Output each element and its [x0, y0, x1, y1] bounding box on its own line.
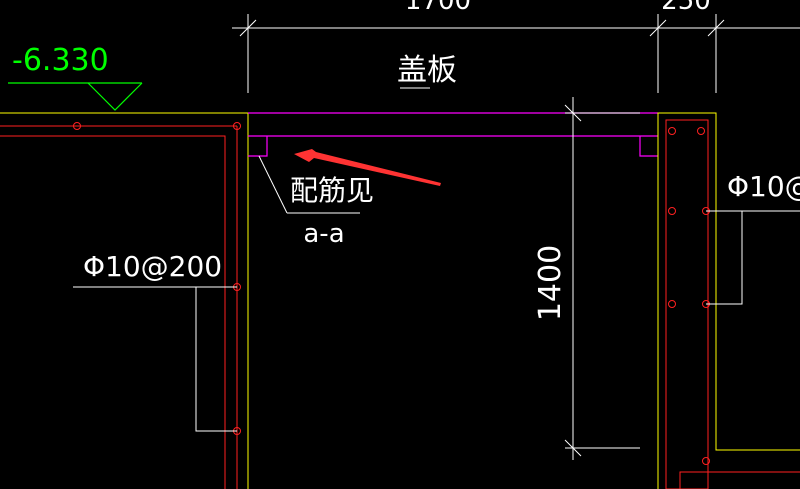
height-dimension: [564, 97, 640, 460]
rebar-dot: [73, 122, 81, 130]
rebar-left-leader-drop: [195, 287, 237, 432]
left-wall-rebar-outline: [0, 135, 226, 489]
right-wall-outline: [657, 112, 800, 489]
section-ref-text: a-a: [303, 219, 344, 249]
top-dimension-tick-mid: [649, 19, 667, 37]
right-wall: [657, 112, 800, 489]
rebar-dot: [668, 207, 676, 215]
rebar-right-leader-drop: [706, 211, 743, 305]
rebar-left-label: Φ10@200: [83, 250, 222, 283]
right-wall-footing: [679, 471, 800, 489]
elevation-symbol: [8, 82, 143, 111]
top-dimension: [232, 14, 800, 93]
rebar-dot: [702, 457, 710, 465]
left-wall: [0, 112, 249, 489]
rebar-dot: [668, 300, 676, 308]
left-wall-outline: [0, 112, 249, 489]
top-dimension-text-right: 250: [661, 0, 711, 16]
rebar-note-text: 配筋见: [290, 174, 374, 207]
elevation-text: -6.330: [12, 43, 109, 78]
top-dimension-tick-right: [707, 19, 725, 37]
height-dimension-tick-bottom: [564, 439, 582, 457]
slab-bearing-left: [248, 136, 268, 157]
rebar-dot: [697, 127, 705, 135]
top-dimension-text: 1700: [405, 0, 471, 16]
slab: [248, 112, 658, 157]
rebar-dot: [668, 127, 676, 135]
top-dimension-tick-left: [239, 19, 257, 37]
rebar-dot: [233, 122, 241, 130]
right-wall-rebar-cage: [665, 119, 709, 489]
note-leader: [258, 155, 288, 214]
height-dimension-text: 1400: [533, 245, 568, 321]
annotation-arrow: [294, 149, 441, 186]
height-dimension-tick-top: [564, 104, 582, 122]
slab-label: 盖板: [397, 53, 457, 88]
slab-bearing-right: [639, 136, 658, 157]
rebar-right-label: Φ10@2: [727, 170, 800, 203]
